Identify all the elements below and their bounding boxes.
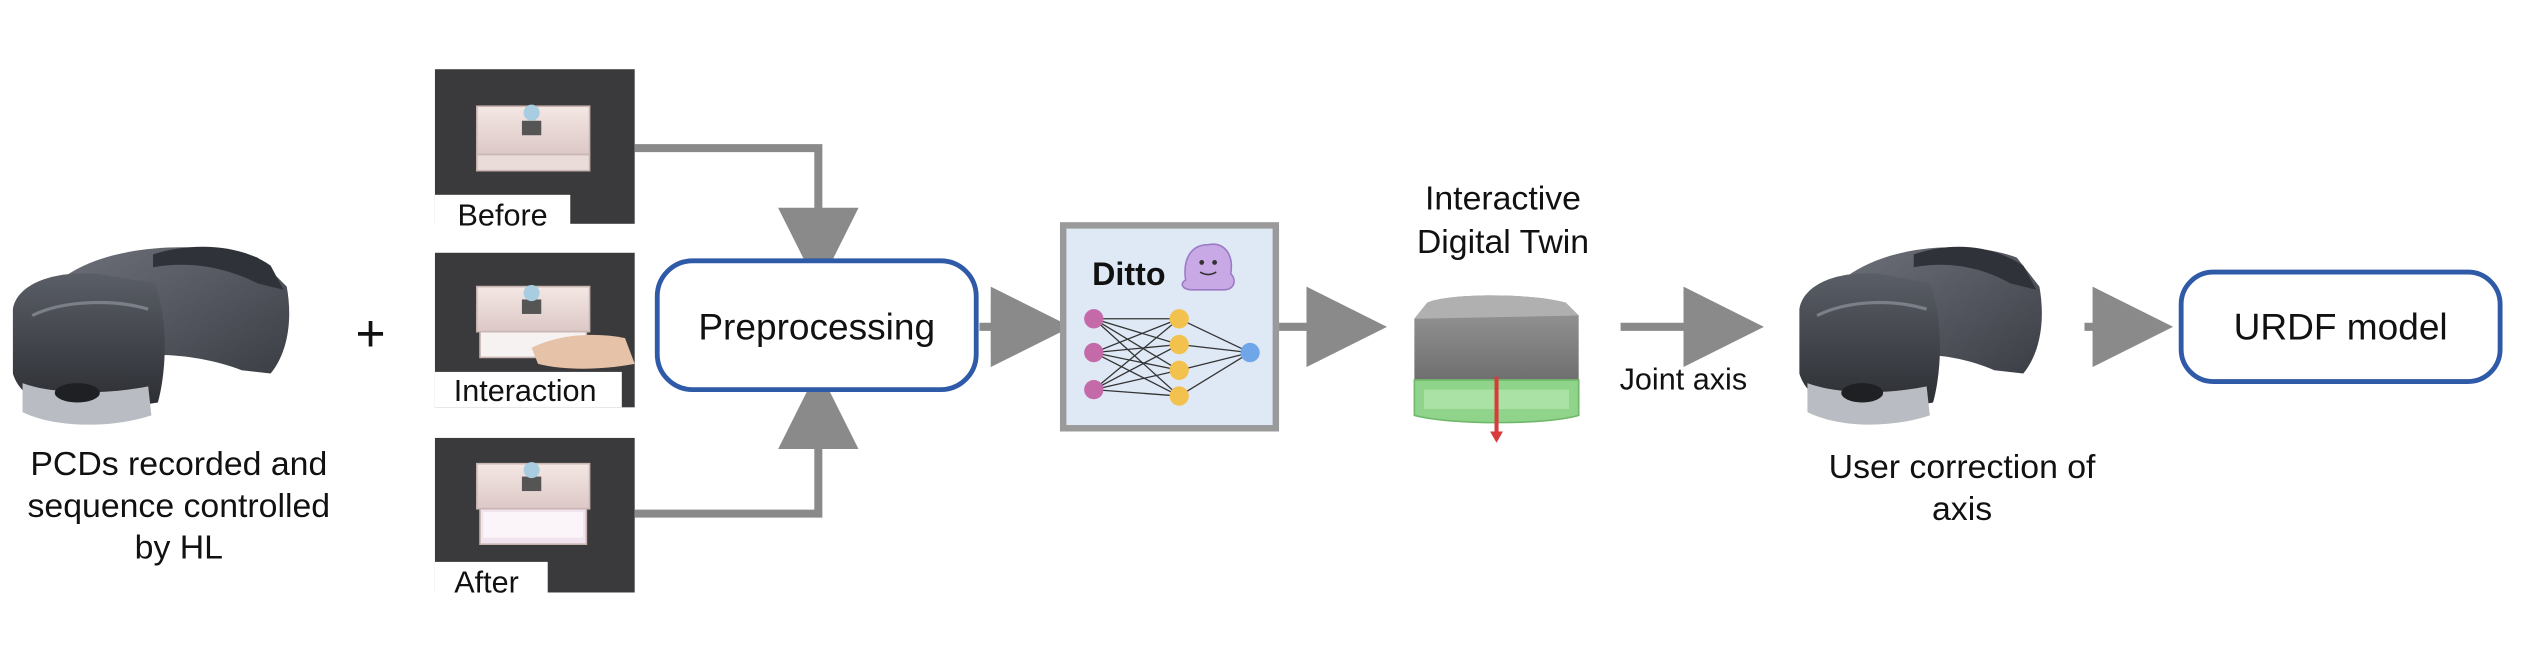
headset-right-caption-line-2: axis (1932, 490, 1992, 528)
connector-before (634, 144, 859, 289)
digital-twin-mesh (1413, 295, 1580, 443)
mixed-reality-headset-icon (1799, 246, 2042, 425)
headset-left-caption-line-3: by HL (135, 529, 223, 567)
frame-label-before: Before (458, 198, 548, 232)
ditto-label: Ditto (1092, 256, 1165, 292)
mixed-reality-headset-icon (12, 246, 290, 425)
preprocessing-box: Preprocessing (654, 258, 979, 393)
headset-left: + PCDs recorded and sequence controlled … (12, 246, 386, 567)
digital-twin-title-line-1: Interactive (1425, 179, 1581, 217)
frame-before: Before (434, 69, 635, 232)
frame-label-interaction: Interaction (454, 374, 597, 408)
frame-interaction: Interaction (434, 252, 635, 408)
urdf-box: URDF model (2178, 269, 2503, 384)
digital-twin: Interactive Digital Twin (1413, 179, 1589, 443)
digital-twin-title-line-2: Digital Twin (1417, 223, 1589, 261)
ditto-box: Ditto (1059, 222, 1280, 432)
headset-left-caption-line-2: sequence controlled (28, 487, 331, 525)
neural-network-icon (1084, 309, 1260, 406)
connector-after (634, 368, 859, 518)
frame-label-after: After (454, 565, 519, 599)
joint-axis-label: Joint axis (1620, 363, 1748, 397)
headset-right-caption-line-1: User correction of (1829, 448, 2096, 486)
frame-after: After (434, 437, 635, 599)
preprocessing-label: Preprocessing (698, 306, 935, 348)
headset-right: User correction of axis (1799, 246, 2096, 528)
headset-left-caption-line-1: PCDs recorded and (30, 445, 327, 483)
plus-sign: + (355, 304, 385, 362)
ditto-mascot-icon (1181, 243, 1235, 291)
urdf-label: URDF model (2234, 306, 2448, 348)
